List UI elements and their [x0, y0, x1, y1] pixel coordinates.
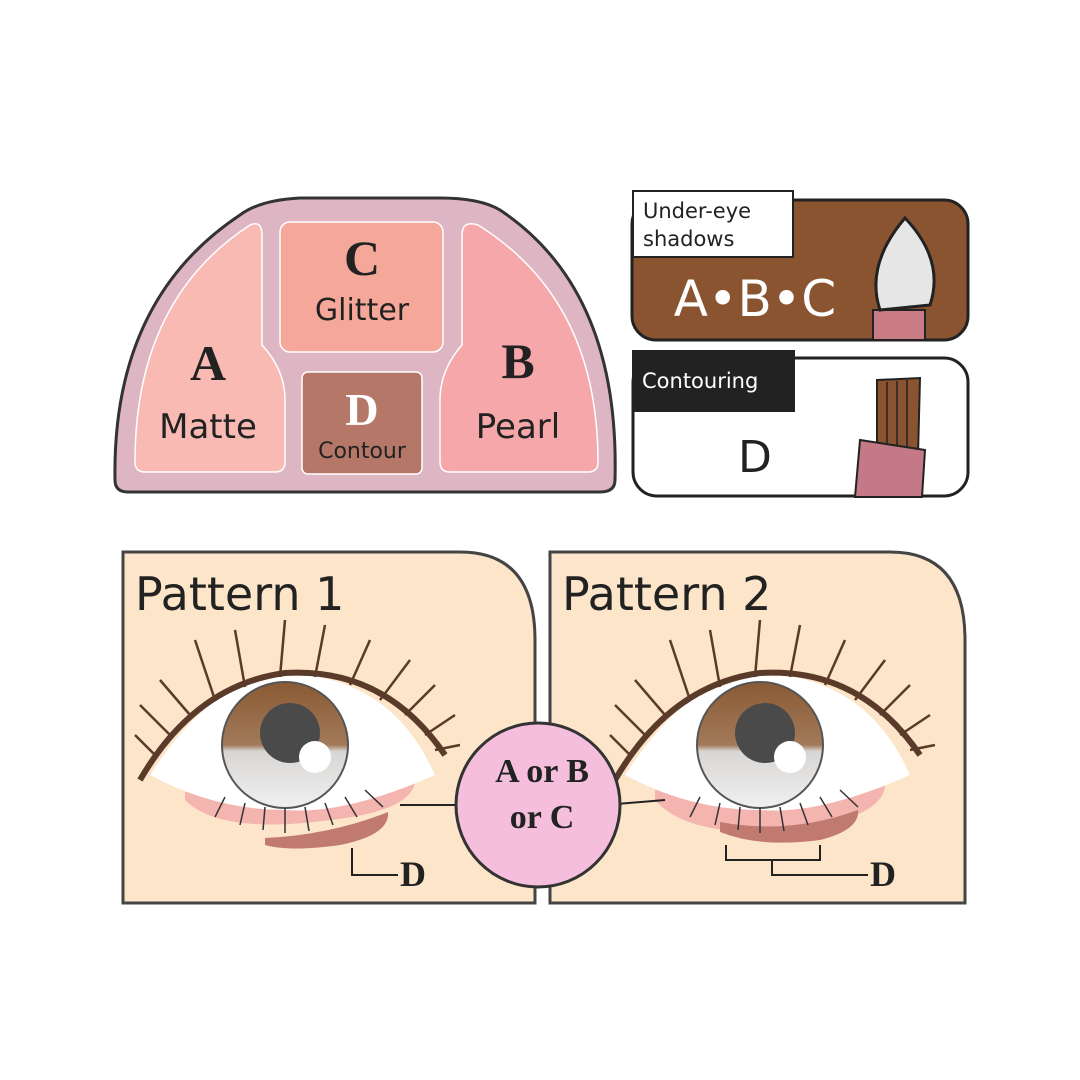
callout-line2: or C: [510, 799, 575, 836]
under-eye-shadows-card: Under-eye shadows A•B•C: [630, 190, 970, 342]
pan-b-letter: B: [501, 333, 534, 389]
under-eye-title-line1: Under-eye: [643, 199, 751, 223]
pan-a: [134, 223, 286, 473]
pan-b-label: Pearl: [476, 407, 560, 447]
sponge-applicator-icon: [872, 215, 936, 341]
pan-d-letter: D: [345, 384, 378, 435]
pattern-2-panel: Pattern 2 D: [548, 550, 967, 905]
pattern-2-title: Pattern 2: [562, 567, 771, 621]
eyeshadow-palette: A Matte B Pearl C Glitter D Contour: [113, 196, 617, 494]
pan-d: [301, 371, 423, 475]
pan-a-label: Matte: [159, 407, 257, 447]
pan-b: [439, 223, 599, 473]
contour-brush-icon: [853, 376, 927, 498]
pan-c: [279, 221, 444, 353]
pattern-1-panel: Pattern 1 D: [121, 550, 537, 905]
under-eye-title-line2: shadows: [643, 227, 734, 251]
shadow-callout-bubble: A or B or C: [454, 721, 622, 889]
pan-c-label: Glitter: [315, 293, 410, 328]
contouring-card: Contouring D: [631, 350, 970, 498]
pattern-2-label: D: [870, 854, 896, 894]
callout-line1: A or B: [495, 753, 589, 790]
pan-a-letter: A: [190, 335, 226, 391]
under-eye-letters: A•B•C: [674, 270, 836, 328]
pattern-1-title: Pattern 1: [135, 567, 344, 621]
pan-d-label: Contour: [318, 439, 407, 464]
contouring-letter: D: [738, 432, 772, 483]
contouring-title: Contouring: [642, 369, 758, 393]
pattern-1-label: D: [400, 854, 426, 894]
pan-c-letter: C: [344, 230, 380, 286]
